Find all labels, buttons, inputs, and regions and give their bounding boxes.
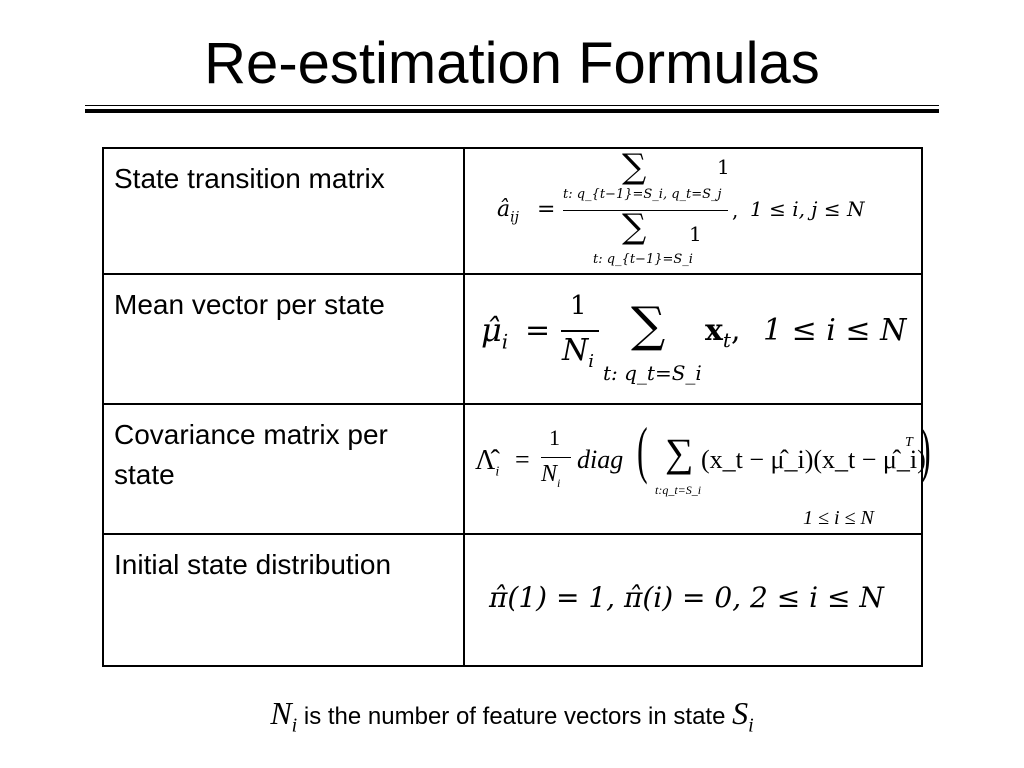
- left-paren-icon: (: [637, 414, 648, 485]
- numerator-value: 1: [717, 155, 730, 179]
- equals-sign: =: [537, 197, 556, 222]
- summand: xt,: [705, 313, 741, 352]
- formula-table: State transition matrix âij = ∑ 1 t: q_{…: [102, 147, 931, 667]
- fraction-bar: [563, 210, 728, 211]
- table-row: Initial state distribution π̂(1) = 1, π̂…: [102, 533, 923, 667]
- footnote-symbol: Ni: [270, 695, 298, 737]
- sum-limits: t:q_t=S_i: [655, 483, 702, 497]
- row-label-state-transition: State transition matrix: [102, 147, 465, 275]
- table-row: State transition matrix âij = ∑ 1 t: q_{…: [102, 147, 923, 275]
- coefficient-numerator: 1: [549, 425, 560, 450]
- fraction-bar: [561, 330, 599, 332]
- formula-lhs: âij: [497, 197, 519, 226]
- formula-cell-mean-vector: μ̂i = 1 Ni ∑ t: q_t=S_i xt, 1 ≤ i ≤ N: [463, 273, 923, 405]
- diag-function: diag: [577, 445, 624, 474]
- coefficient-denominator: Ni: [562, 333, 595, 372]
- denominator-sum-limits: t: q_{t−1}=S_i: [593, 252, 693, 267]
- sum-icon: ∑: [665, 430, 694, 475]
- formula-cell-initial-state: π̂(1) = 1, π̂(i) = 0, 2 ≤ i ≤ N: [463, 533, 923, 667]
- title-divider-thin: [85, 105, 939, 106]
- footnote-state-symbol: Si: [732, 695, 754, 737]
- numerator-sum-icon: ∑: [622, 147, 647, 187]
- sum-icon: ∑: [631, 297, 666, 353]
- equals-sign: =: [515, 445, 530, 474]
- coefficient-denominator: Ni: [541, 461, 561, 490]
- row-label-mean-vector: Mean vector per state: [102, 273, 465, 405]
- state-transition-formula: âij = ∑ 1 t: q_{t−1}=S_i, q_t=S_j ∑ 1 t:…: [465, 147, 921, 273]
- transpose-superscript: T: [905, 435, 913, 450]
- denominator-value: 1: [689, 222, 702, 246]
- equals-sign: =: [525, 313, 551, 348]
- footnote-text: is the number of feature vectors in stat…: [297, 703, 733, 730]
- formula-cell-covariance: Λ̂i = 1 Ni diag ( ∑ t:q_t=S_i (x_t − μ̂_…: [463, 403, 931, 535]
- slide-title: Re-estimation Formulas: [204, 31, 820, 96]
- row-label-initial-state: Initial state distribution: [102, 533, 465, 667]
- initial-state-equation: π̂(1) = 1, π̂(i) = 0, 2 ≤ i ≤ N: [489, 581, 884, 614]
- row-label-covariance: Covariance matrix per state: [102, 403, 465, 535]
- initial-state-formula: π̂(1) = 1, π̂(i) = 0, 2 ≤ i ≤ N: [465, 535, 921, 665]
- numerator-sum-limits: t: q_{t−1}=S_i, q_t=S_j: [563, 187, 722, 202]
- formula-condition: 1 ≤ i ≤ N: [763, 313, 907, 348]
- mean-vector-formula: μ̂i = 1 Ni ∑ t: q_t=S_i xt, 1 ≤ i ≤ N: [465, 275, 921, 403]
- covariance-term: (x_t − μ̂_i)(x_t − μ̂_i): [701, 445, 926, 474]
- table-row: Mean vector per state μ̂i = 1 Ni ∑ t: q_…: [102, 273, 923, 405]
- denominator-sum-icon: ∑: [622, 207, 647, 247]
- title-divider-thick: [85, 109, 939, 113]
- formula-lhs: Λ̂i: [475, 445, 500, 480]
- coefficient-numerator: 1: [570, 291, 587, 321]
- footnote: Ni is the number of feature vectors in s…: [0, 693, 1024, 745]
- formula-condition: 1 ≤ i ≤ N: [803, 507, 874, 529]
- table-row: Covariance matrix per state Λ̂i = 1 Ni d…: [102, 403, 931, 535]
- comma: ,: [732, 198, 739, 222]
- formula-condition: 1 ≤ i, j ≤ N: [750, 197, 865, 221]
- formula-cell-state-transition: âij = ∑ 1 t: q_{t−1}=S_i, q_t=S_j ∑ 1 t:…: [463, 147, 923, 275]
- sum-limits: t: q_t=S_i: [603, 361, 702, 385]
- covariance-formula: Λ̂i = 1 Ni diag ( ∑ t:q_t=S_i (x_t − μ̂_…: [465, 405, 931, 533]
- right-paren-icon: ): [920, 414, 931, 485]
- formula-lhs: μ̂i: [481, 311, 509, 354]
- fraction-bar: [541, 457, 571, 458]
